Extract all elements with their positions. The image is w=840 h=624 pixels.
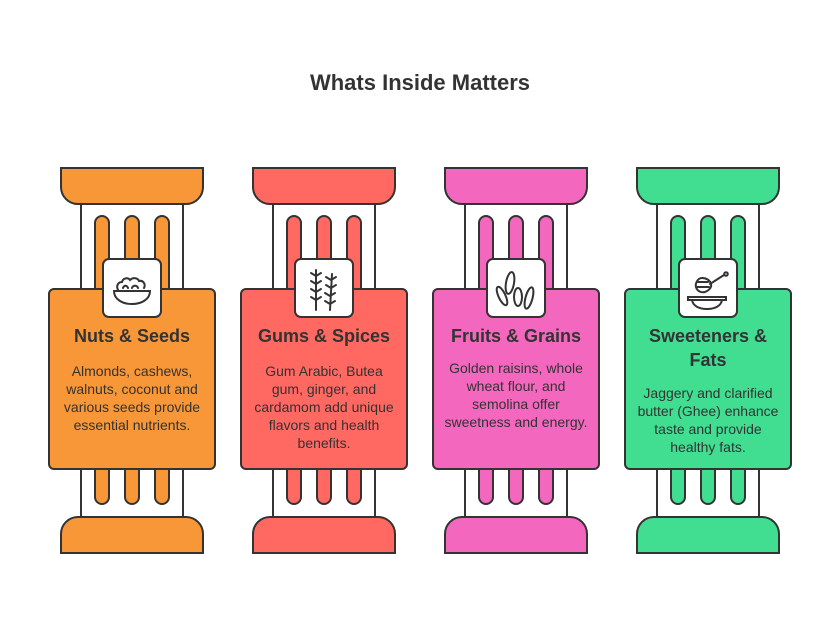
flute bbox=[508, 465, 524, 505]
info-panel bbox=[432, 288, 600, 470]
flute bbox=[538, 465, 554, 505]
flute bbox=[154, 465, 170, 505]
flute bbox=[670, 465, 686, 505]
honey-dipper-icon bbox=[678, 258, 738, 318]
column-capital bbox=[60, 167, 204, 205]
column-capital bbox=[444, 167, 588, 205]
column-capital bbox=[252, 167, 396, 205]
column-description: Jaggery and clarified butter (Ghee) enha… bbox=[637, 385, 779, 455]
diagram-title: Whats Inside Matters bbox=[309, 70, 531, 95]
flute bbox=[286, 465, 302, 505]
flute bbox=[478, 465, 494, 505]
column-description: Golden raisins, whole wheat flour, and s… bbox=[444, 360, 588, 430]
herb-sprig-icon bbox=[294, 258, 354, 318]
info-panel bbox=[48, 288, 216, 470]
column-fruits-grains: Fruits & Grains Golden raisins, whole wh… bbox=[432, 0, 602, 624]
flute bbox=[346, 465, 362, 505]
column-heading: Nuts & Seeds bbox=[73, 326, 191, 346]
column-heading: Fruits & Grains bbox=[450, 326, 582, 346]
column-heading: Sweeteners & Fats bbox=[648, 326, 768, 370]
column-gums-spices: Gums & Spices Gum Arabic, Butea gum, gin… bbox=[240, 0, 410, 624]
flute bbox=[316, 465, 332, 505]
flute bbox=[730, 465, 746, 505]
column-sweeteners-fats: Sweeteners & Fats Jaggery and clarified … bbox=[624, 0, 794, 624]
flute bbox=[94, 465, 110, 505]
info-panel bbox=[624, 288, 792, 470]
column-base bbox=[636, 516, 780, 554]
column-capital bbox=[636, 167, 780, 205]
column-base bbox=[252, 516, 396, 554]
nut-bowl-icon bbox=[102, 258, 162, 318]
flute bbox=[124, 465, 140, 505]
column-nuts-seeds: Nuts & Seeds Almonds, cashews, walnuts, … bbox=[48, 0, 218, 624]
column-base bbox=[60, 516, 204, 554]
column-base bbox=[444, 516, 588, 554]
grains-icon bbox=[486, 258, 546, 318]
info-panel bbox=[240, 288, 408, 470]
column-heading: Gums & Spices bbox=[257, 326, 391, 346]
flute bbox=[700, 465, 716, 505]
column-description: Almonds, cashews, walnuts, coconut and v… bbox=[63, 363, 201, 433]
column-description: Gum Arabic, Butea gum, ginger, and carda… bbox=[254, 363, 394, 451]
